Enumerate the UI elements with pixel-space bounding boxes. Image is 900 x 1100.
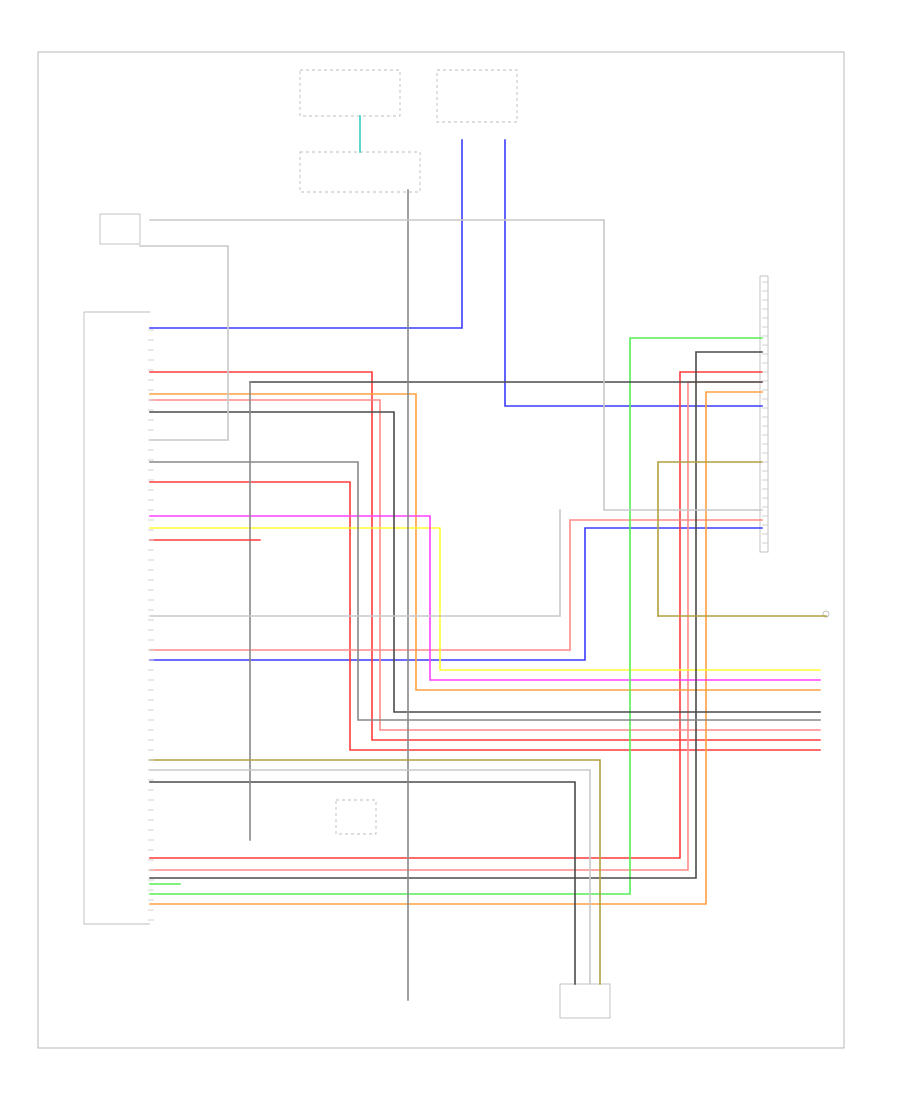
- wire-light-3: [139, 245, 229, 441]
- wire-magenta: [149, 515, 821, 681]
- diagram-border: [37, 51, 845, 1049]
- wire-olive-2: [657, 461, 763, 617]
- control-module-bracket: [83, 311, 150, 925]
- wire-olive-1: [149, 759, 601, 985]
- wire-pink-2: [149, 519, 763, 651]
- wire-blue-lower: [149, 527, 763, 661]
- wire-blue-top-left: [149, 139, 463, 329]
- wire-light-4: [149, 769, 591, 985]
- wire-pink-3: [149, 381, 763, 871]
- wire-dark-4: [149, 351, 763, 879]
- junction-block-outline: [299, 151, 421, 193]
- ground-terminal: [822, 610, 830, 618]
- wire-orange-2: [149, 391, 763, 905]
- left-fuse-block-outline: [436, 69, 518, 123]
- wire-dark-1: [149, 411, 821, 713]
- pin-ticks: [148, 281, 768, 921]
- wire-pink-1: [149, 399, 821, 731]
- remote-unit-connector: [759, 275, 769, 553]
- wire-blue-top-right: [504, 139, 763, 407]
- mid-fuse-block-outline: [299, 69, 401, 117]
- wires: [139, 115, 827, 1001]
- wire-red-1: [149, 371, 821, 741]
- components: [83, 69, 830, 1019]
- wire-dark-2: [149, 781, 576, 985]
- relay-box-outline: [99, 213, 141, 245]
- bottom-connector-outline: [559, 983, 611, 1019]
- wire-light-2: [149, 509, 561, 617]
- ground-device-outline: [335, 799, 377, 835]
- wire-orange-1: [149, 393, 821, 691]
- wire-gray-1: [149, 461, 821, 721]
- wire-green-1: [149, 337, 763, 895]
- wire-red-3: [149, 371, 763, 859]
- wire-light-1: [149, 219, 763, 511]
